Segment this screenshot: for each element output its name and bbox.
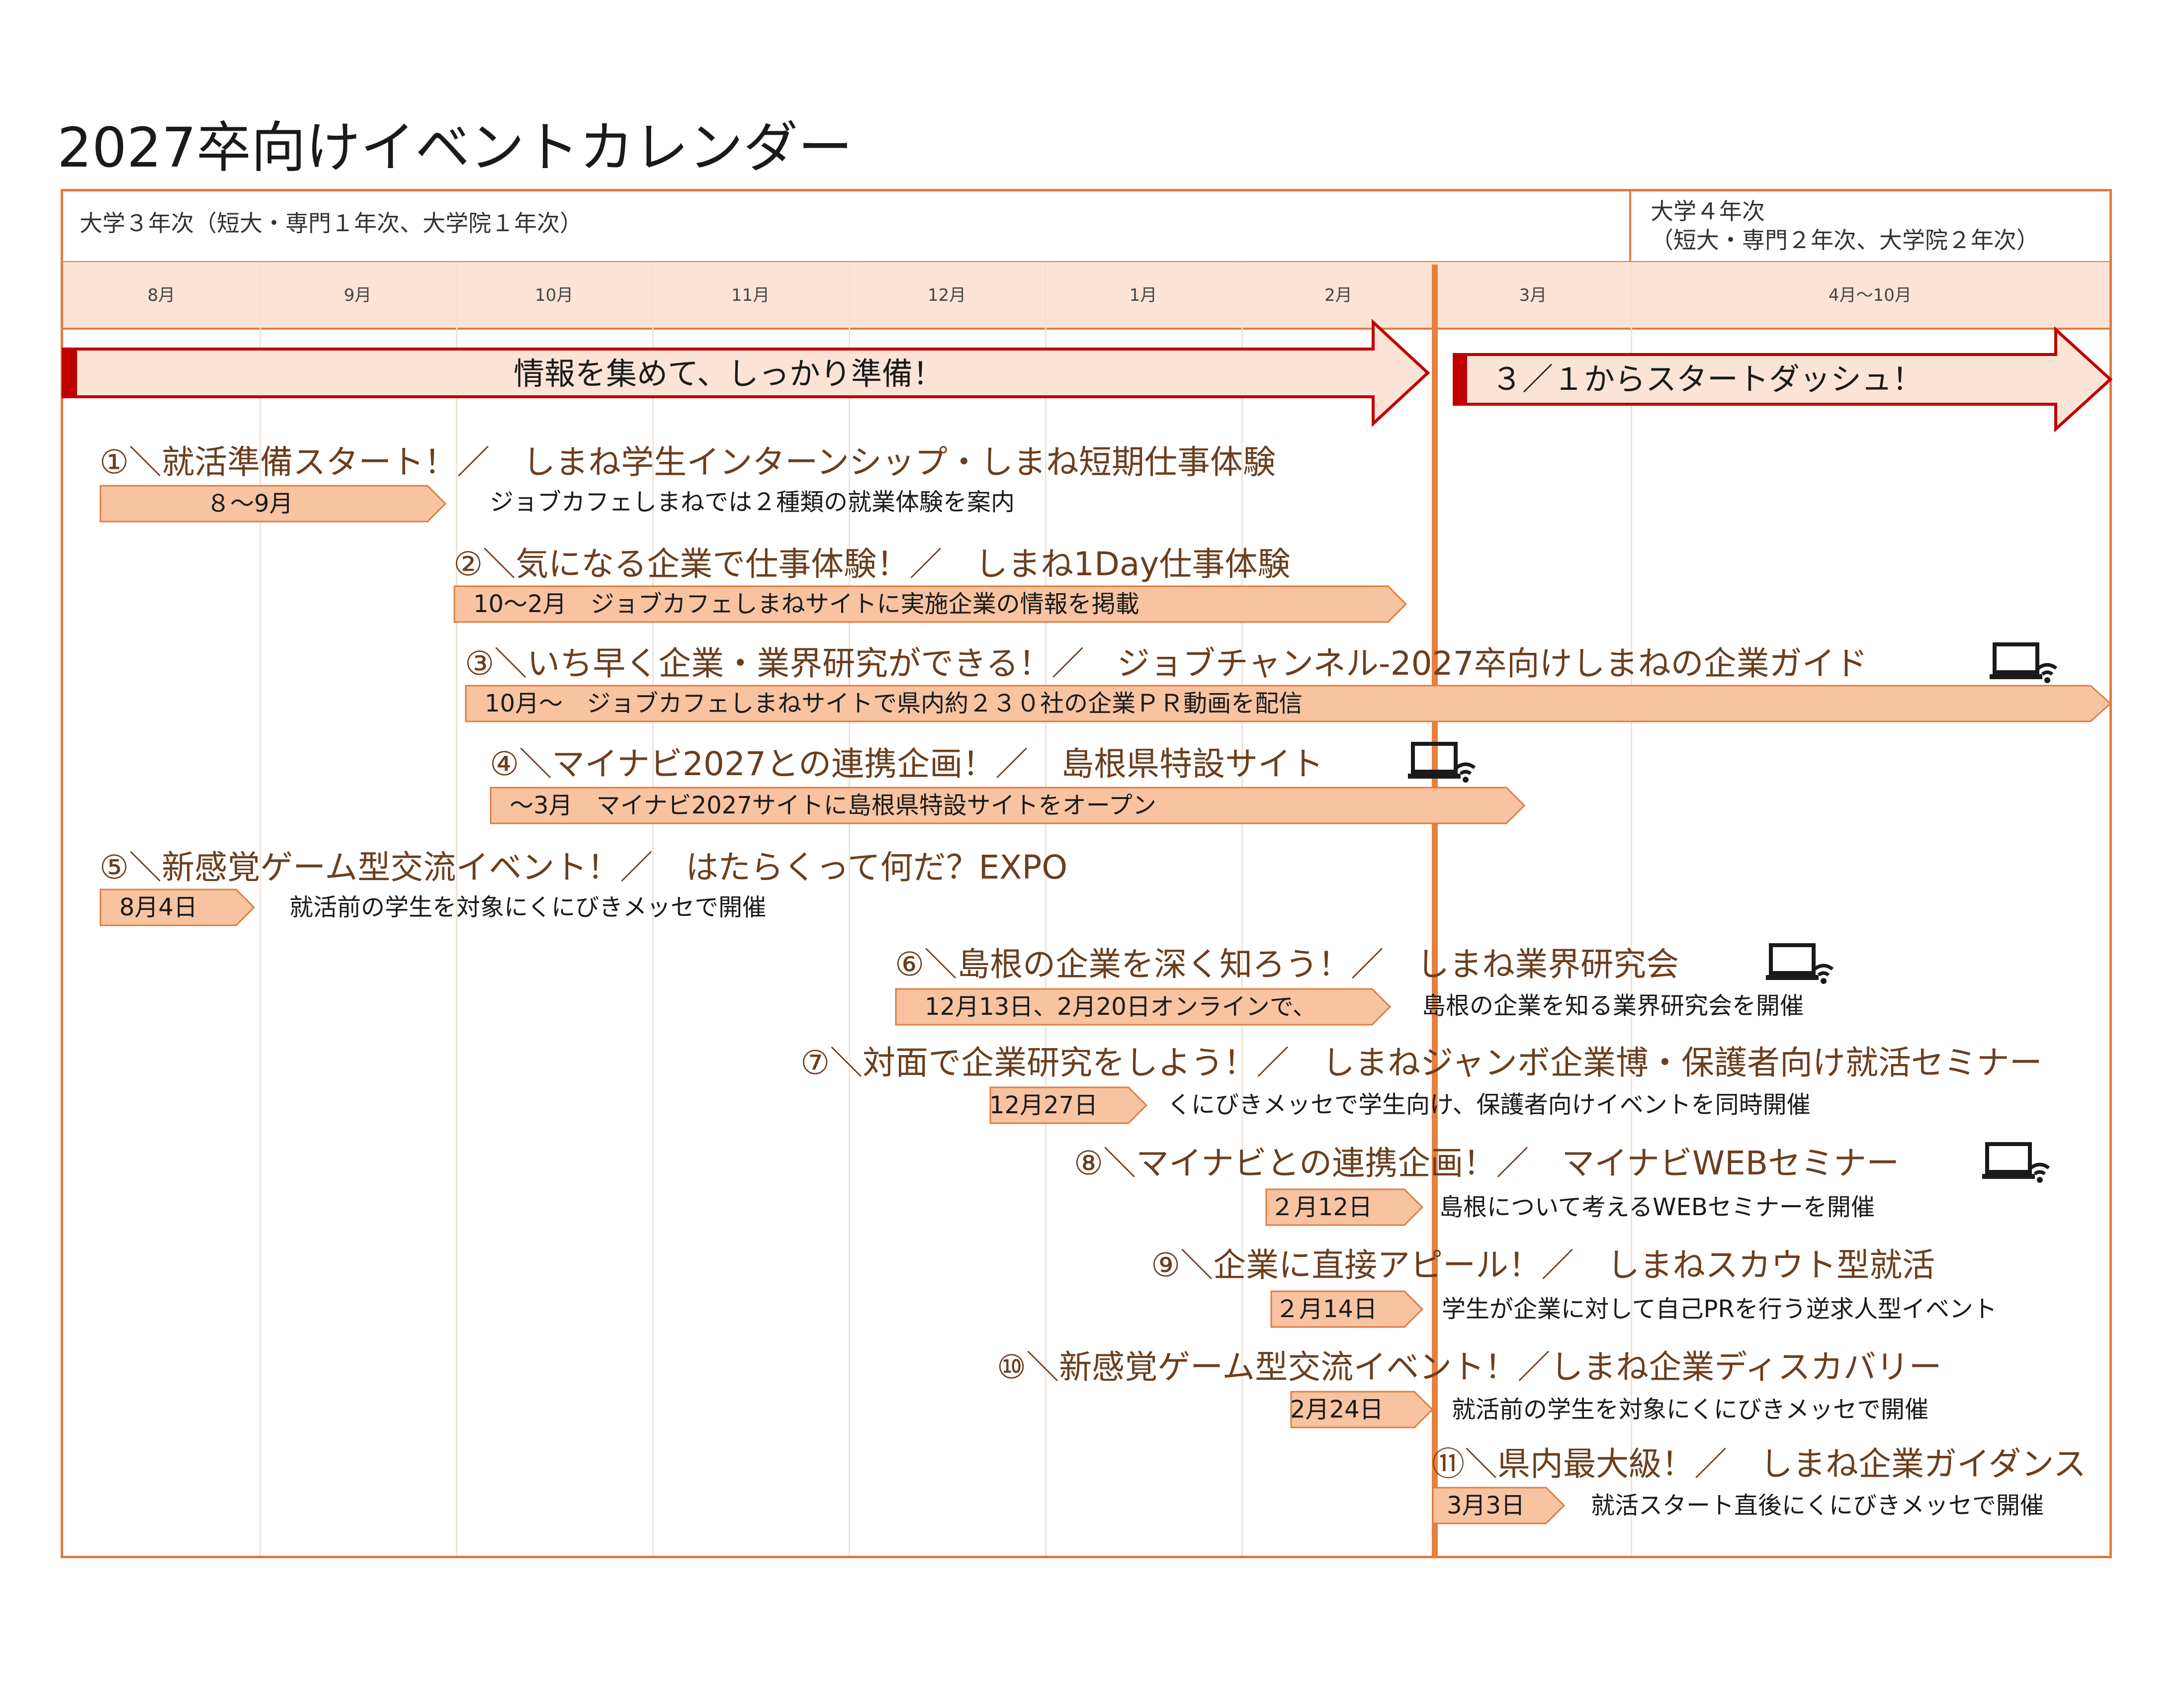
event-tag-11: 3月3日 [1432, 1487, 1566, 1524]
month-column-line [1241, 262, 1243, 1556]
event-tag-2: 10～2月 ジョブカフェしまねサイトに実施企業の情報を掲載 [453, 585, 1408, 623]
month-sep: 9月 [344, 285, 372, 305]
month-column-line [456, 262, 457, 1556]
march-first-divider [1432, 265, 1438, 1558]
month-aug: 8月 [147, 285, 175, 305]
phase-arrow-prep [62, 319, 1430, 427]
event-tag-5: 8月4日 [99, 889, 256, 926]
event-tag-9: ２月14日 [1270, 1290, 1424, 1328]
event-title-4: ④＼マイナビ2027との連携企画！／ 島根県特設サイト [490, 745, 1324, 783]
event-desc-5: 就活前の学生を対象にくにびきメッセで開催 [289, 893, 767, 921]
event-title-3: ③＼いち早く企業・業界研究ができる！／ ジョブチャンネル-2027卒向けしまねの… [465, 644, 1868, 683]
year-divider [1629, 191, 1631, 264]
event-tag-4: ～3月 マイナビ2027サイトに島根県特設サイトをオープン [490, 787, 1526, 824]
event-tag-2-label: 10～2月 ジョブカフェしまねサイトに実施企業の情報を掲載 [473, 590, 1139, 618]
event-tag-4-label: ～3月 マイナビ2027サイトに島根県特設サイトをオープン [510, 792, 1156, 819]
month-feb: 2月 [1324, 285, 1352, 305]
month-dec: 12月 [927, 285, 966, 305]
event-title-7: ⑦＼対面で企業研究をしよう！／ しまねジャンボ企業博・保護者向け就活セミナー [800, 1044, 2042, 1082]
laptop-wifi-icon [1408, 742, 1476, 783]
month-apr-oct: 4月〜10月 [1829, 285, 1912, 305]
event-tag-3: 10月～ ジョブカフェしまねサイトで県内約２３０社の企業ＰＲ動画を配信 [465, 685, 2113, 722]
laptop-wifi-icon [1982, 1142, 2050, 1183]
event-title-11: ⑪＼県内最大級！／ しまね企業ガイダンス [1432, 1445, 2087, 1483]
year-label-fourth-line1: 大学４年次 [1651, 198, 1765, 225]
event-desc-10: 就活前の学生を対象にくにびきメッセで開催 [1452, 1396, 1929, 1424]
month-column-line [260, 262, 261, 1556]
event-title-1: ①＼就活準備スタート！／ しまね学生インターンシップ・しまね短期仕事体験 [99, 443, 1276, 481]
event-tag-1-label: ８～9月 [206, 490, 293, 518]
event-desc-1: ジョブカフェしまねでは２種類の就業体験を案内 [490, 488, 1015, 516]
month-nov: 11月 [731, 285, 770, 305]
page-title: 2027卒向けイベントカレンダー [57, 116, 853, 179]
calendar-frame [61, 189, 2112, 1558]
laptop-wifi-icon [1990, 642, 2058, 683]
event-title-9: ⑨＼企業に直接アピール！／ しまねスカウト型就活 [1151, 1246, 1935, 1284]
phase-label-prep: 情報を集めて、しっかり準備！ [514, 356, 944, 392]
event-tag-3-label: 10月～ ジョブカフェしまねサイトで県内約２３０社の企業ＰＲ動画を配信 [485, 690, 1303, 717]
month-band-rule [63, 328, 2109, 330]
event-tag-1: ８～9月 [99, 485, 447, 523]
month-column-line [1631, 262, 1632, 1556]
month-jan: 1月 [1129, 285, 1157, 305]
event-tag-6-label: 12月13日、2月20日オンラインで、 [925, 993, 1316, 1021]
event-desc-9: 学生が企業に対して自己PRを行う逆求人型イベント [1442, 1295, 1997, 1323]
event-title-6: ⑥＼島根の企業を深く知ろう！／ しまね業界研究会 [895, 945, 1679, 983]
event-title-8: ⑧＼マイナビとの連携企画！／ マイナビWEBセミナー [1074, 1144, 1900, 1182]
event-desc-8: 島根について考えるWEBセミナーを開催 [1439, 1193, 1875, 1221]
year-label-third: 大学３年次（短大・専門１年次、大学院１年次） [80, 210, 583, 237]
month-oct: 10月 [534, 285, 574, 305]
event-tag-10: 2月24日 [1290, 1391, 1434, 1428]
month-column-line [652, 262, 654, 1556]
event-tag-7: 12月27日 [989, 1086, 1148, 1124]
month-mar: 3月 [1519, 285, 1547, 305]
event-tag-8-label: ２月12日 [1270, 1193, 1373, 1221]
year-label-fourth-line2: （短大・専門２年次、大学院２年次） [1651, 227, 2039, 254]
event-tag-5-label: 8月4日 [119, 893, 198, 921]
event-tag-9-label: ２月14日 [1275, 1295, 1378, 1323]
month-band [63, 262, 2109, 329]
event-title-10: ⑩＼新感覚ゲーム型交流イベント！／しまね企業ディスカバリー [997, 1348, 1942, 1386]
laptop-wifi-icon [1766, 943, 1834, 984]
event-desc-11: 就活スタート直後にくにびきメッセで開催 [1591, 1492, 2044, 1519]
event-tag-11-label: 3月3日 [1447, 1492, 1525, 1519]
phase-label-dash: ３／１からスタートダッシュ！ [1491, 361, 1923, 397]
event-desc-7: くにびきメッセで学生向け、保護者向けイベントを同時開催 [1167, 1091, 1811, 1119]
event-title-5: ⑤＼新感覚ゲーム型交流イベント！／ はたらくって何だ？EXPO [99, 848, 1068, 887]
event-tag-7-label: 12月27日 [989, 1091, 1098, 1119]
event-tag-10-label: 2月24日 [1290, 1396, 1384, 1424]
event-title-2: ②＼気になる企業で仕事体験！／ しまね1Day仕事体験 [453, 545, 1291, 583]
phase-arrow-dash [1453, 326, 2113, 433]
event-tag-6: 12月13日、2月20日オンラインで、 [895, 988, 1392, 1026]
event-desc-6: 島根の企業を知る業界研究会を開催 [1422, 992, 1804, 1020]
month-column-line [1045, 262, 1047, 1556]
event-tag-8: ２月12日 [1265, 1188, 1424, 1226]
month-column-line [849, 262, 850, 1556]
